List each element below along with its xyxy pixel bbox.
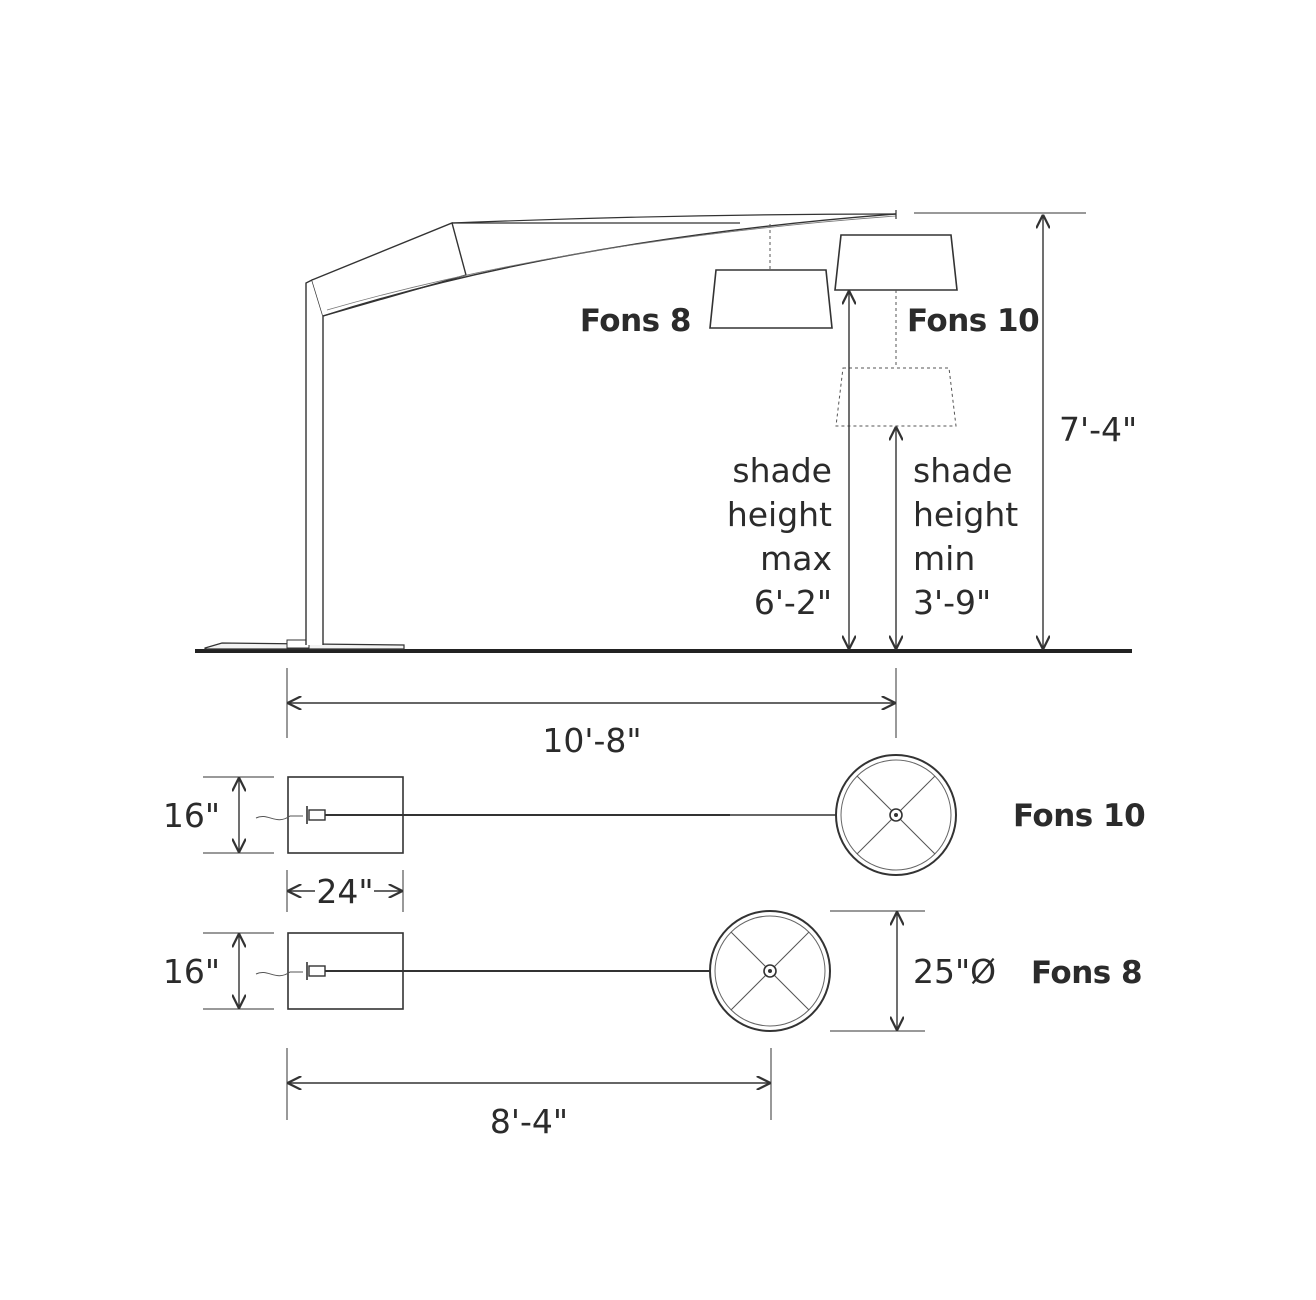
lamp-base-plate	[204, 639, 405, 650]
reach-10-label: 10'-8"	[542, 721, 641, 760]
fons10-plan-label: Fons 10	[1013, 798, 1145, 834]
shade-height-min-label: shade height min 3'-9"	[913, 451, 1018, 622]
fons8-base-depth-label: 16"	[163, 952, 220, 991]
lamp-pole	[305, 279, 324, 645]
reach-8-label: 8'-4"	[490, 1102, 568, 1141]
shade-min-line-2: height	[913, 495, 1018, 534]
shade-max-line-1: shade	[732, 451, 832, 490]
fons10-shade-elevation	[834, 234, 958, 427]
fons10-base-depth-label: 16"	[163, 796, 220, 835]
reach-8-dimension: 8'-4"	[286, 1048, 772, 1141]
fons10-shade-plan	[835, 754, 957, 876]
fons10-elevation-label: Fons 10	[907, 303, 1039, 339]
fons8-plan-label: Fons 8	[1031, 955, 1142, 991]
shade-min-line-4: 3'-9"	[913, 583, 991, 622]
fons8-plan-view: 16" 25"Ø Fons 8	[163, 910, 1143, 1032]
shade-max-line-2: height	[727, 495, 832, 534]
shade-max-line-4: 6'-2"	[754, 583, 832, 622]
fons8-elevation-label: Fons 8	[580, 303, 691, 339]
total-height-label: 7'-4"	[1059, 410, 1137, 449]
shade-max-line-3: max	[760, 539, 832, 578]
fons10-plan-view: 16" 24" Fons 10	[163, 754, 1146, 912]
fons8-shade-elevation	[709, 224, 833, 329]
fons8-shade-plan	[709, 910, 831, 1032]
lamp-arm	[311, 210, 897, 317]
base-width-label: 24"	[316, 872, 373, 911]
shade-height-max-label: shade height max 6'-2"	[727, 451, 832, 622]
shade-min-line-1: shade	[913, 451, 1013, 490]
elevation-view: Fons 8 Fons 10 7'-4" shade height max 6'…	[195, 210, 1137, 653]
shade-diameter-label: 25"Ø	[913, 952, 996, 991]
shade-min-line-3: min	[913, 539, 975, 578]
reach-10-dimension: 10'-8"	[286, 668, 897, 760]
